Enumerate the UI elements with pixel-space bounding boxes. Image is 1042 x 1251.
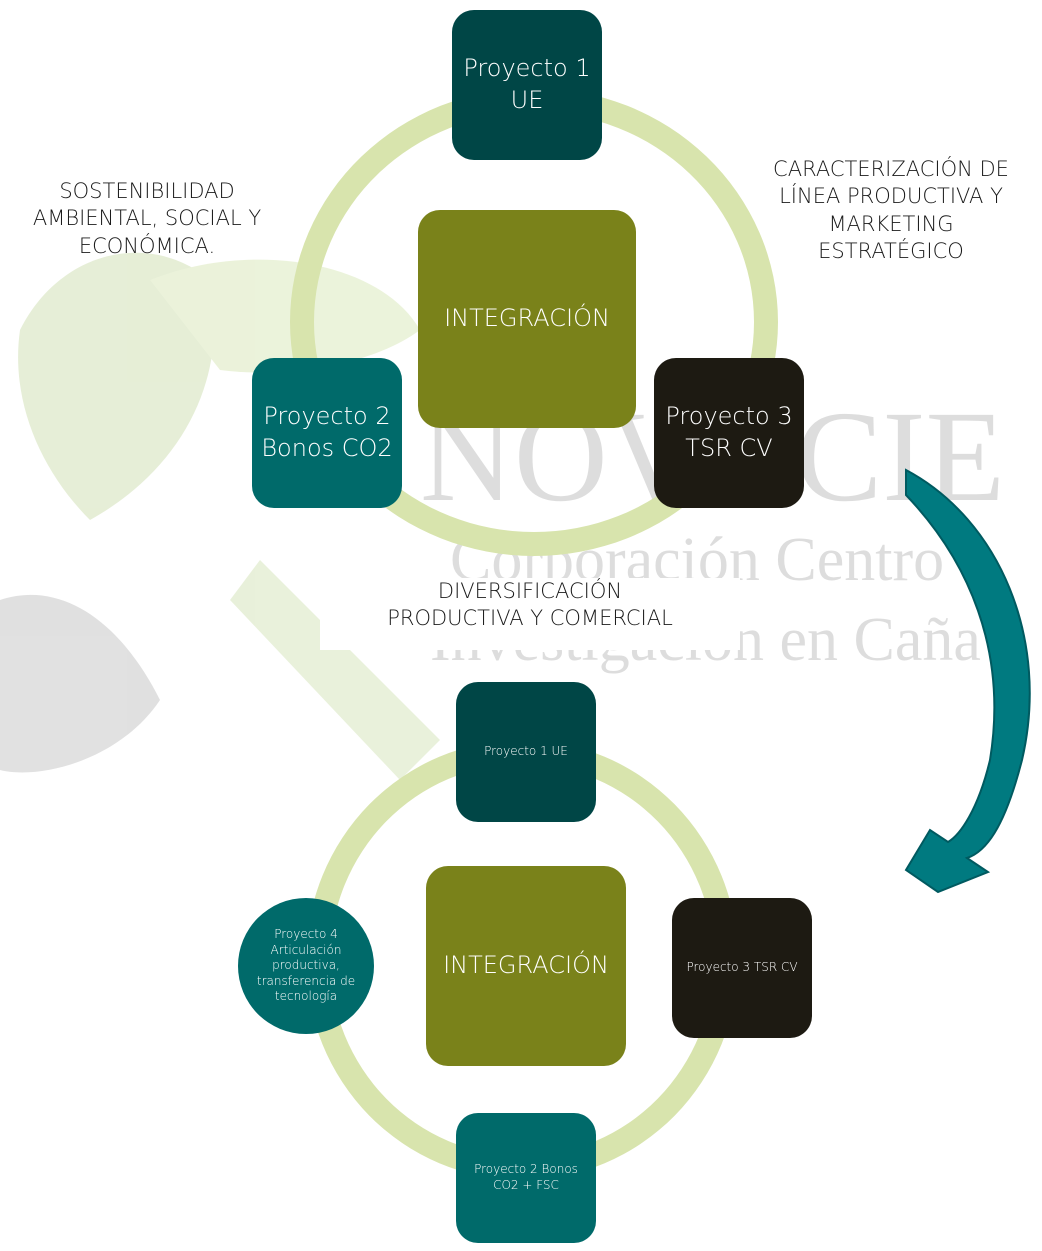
top-node-proyecto-1: Proyecto 1 UE — [452, 10, 602, 160]
bottom-node-proyecto-1: Proyecto 1 UE — [456, 682, 596, 822]
label-diversificacion: DIVERSIFICACIÓN PRODUCTIVA Y COMERCIAL — [320, 578, 740, 650]
top-node-proyecto-3-label: Proyecto 3 TSR CV — [665, 402, 793, 462]
bottom-node-proyecto-2: Proyecto 2 Bonos CO2 + FSC — [456, 1113, 596, 1243]
bottom-integration-box: INTEGRACIÓN — [426, 866, 626, 1066]
top-node-proyecto-3: Proyecto 3 TSR CV — [654, 358, 804, 508]
bottom-integration-label: INTEGRACIÓN — [443, 951, 609, 980]
bottom-node-proyecto-4: Proyecto 4 Articulación productiva, tran… — [238, 898, 374, 1034]
bottom-node-proyecto-4-label: Proyecto 4 Articulación productiva, tran… — [256, 927, 356, 1004]
bottom-node-proyecto-1-label: Proyecto 1 UE — [484, 744, 568, 759]
top-node-proyecto-2-label: Proyecto 2 Bonos CO2 — [261, 402, 393, 462]
top-node-proyecto-2: Proyecto 2 Bonos CO2 — [252, 358, 402, 508]
bottom-node-proyecto-3-label: Proyecto 3 TSR CV — [686, 960, 798, 975]
bottom-node-proyecto-3: Proyecto 3 TSR CV — [672, 898, 812, 1038]
top-integration-box: INTEGRACIÓN — [418, 210, 636, 428]
watermark-leaf-shape — [18, 252, 215, 520]
top-integration-label: INTEGRACIÓN — [444, 304, 610, 333]
bottom-node-proyecto-2-label: Proyecto 2 Bonos CO2 + FSC — [474, 1162, 578, 1192]
label-caracterizacion: CARACTERIZACIÓN DE LÍNEA PRODUCTIVA Y MA… — [773, 157, 1009, 263]
watermark-gray-shape — [0, 594, 160, 773]
watermark-handle-shape — [230, 560, 440, 780]
label-sostenibilidad: SOSTENIBILIDAD AMBIENTAL, SOCIAL Y ECONÓ… — [32, 179, 262, 258]
top-node-proyecto-1-label: Proyecto 1 UE — [463, 54, 591, 114]
